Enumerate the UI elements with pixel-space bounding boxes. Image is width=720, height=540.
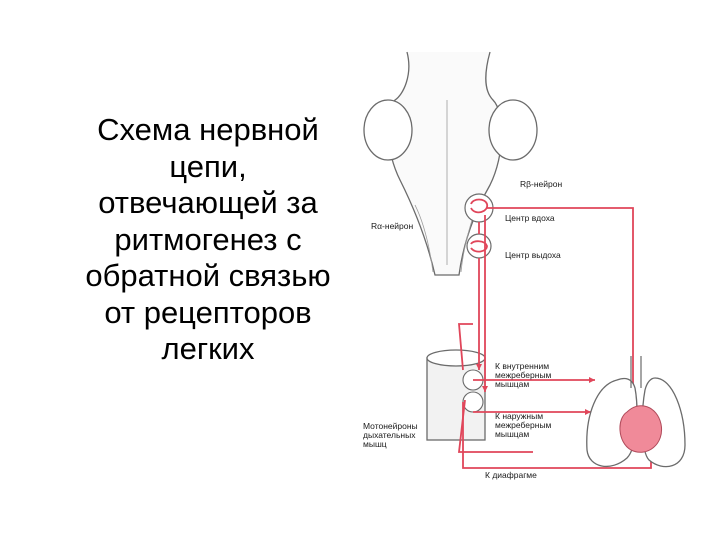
left-olive bbox=[363, 99, 413, 161]
trachea bbox=[630, 356, 642, 388]
label-expiration-center: Центр выдоха bbox=[505, 250, 561, 260]
label-to-internal: К внутренним bbox=[495, 361, 550, 371]
label-inspiration-center: Центр вдоха bbox=[505, 213, 555, 223]
motoneuron-lower-node bbox=[462, 391, 484, 413]
label-motoneurons: Мотонейроны bbox=[363, 421, 418, 431]
diagram-drawing bbox=[363, 51, 686, 469]
title-line: цепи, bbox=[169, 148, 247, 184]
label-motoneurons: дыхательных bbox=[363, 430, 416, 440]
label-to-internal: мышцам bbox=[495, 379, 530, 389]
title-line: ритмогенез с bbox=[114, 221, 302, 257]
slide-title: Схема нервной цепи, отвечающей за ритмог… bbox=[58, 112, 358, 368]
label-to-internal: межреберным bbox=[495, 370, 552, 380]
label-r-beta-neuron: Rβ-нейрон bbox=[520, 179, 563, 189]
title-line: обратной связью bbox=[85, 258, 331, 293]
label-to-external: мышцам bbox=[495, 429, 530, 439]
label-motoneurons: мышц bbox=[363, 439, 387, 449]
spinal-cord-top bbox=[426, 349, 486, 367]
title-line: Схема нервной bbox=[97, 112, 319, 147]
heart bbox=[619, 405, 663, 453]
right-olive bbox=[488, 99, 538, 161]
title-line: отвечающей за bbox=[98, 185, 318, 220]
title-line: от рецепторов bbox=[104, 294, 312, 330]
label-to-external: межреберным bbox=[495, 420, 552, 430]
label-r-alpha-neuron: Rα-нейрон bbox=[371, 221, 414, 231]
label-to-external: К наружным bbox=[495, 411, 544, 421]
respiratory-circuit-diagram: Rβ-нейрон Rα-нейрон Центр вдоха Центр вы… bbox=[355, 40, 700, 510]
title-line: легких bbox=[161, 331, 255, 366]
label-to-diaphragm: К диафрагме bbox=[485, 470, 537, 480]
